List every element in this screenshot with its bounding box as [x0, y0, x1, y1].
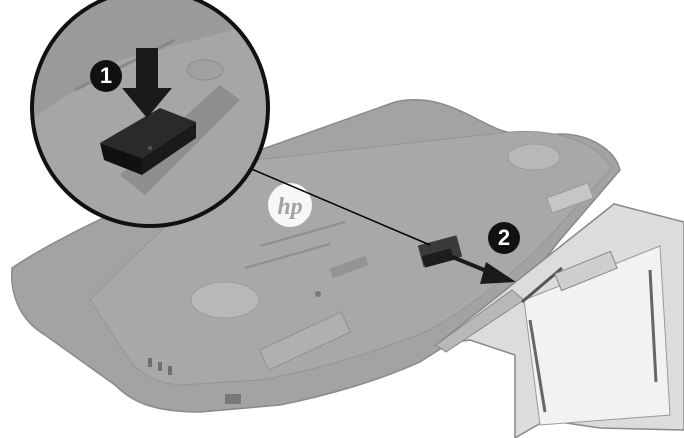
hp-logo: hp [268, 183, 312, 227]
speaker-grille-left [191, 282, 259, 318]
slot-3 [168, 366, 172, 375]
slot-2 [158, 362, 162, 371]
indicator-dot [315, 291, 321, 297]
speaker-grille-right [508, 144, 560, 170]
hp-logo-text: hp [277, 194, 302, 220]
slot-1 [148, 358, 152, 367]
base-foot [225, 394, 241, 404]
step-2-badge: 2 [488, 222, 520, 254]
step-1-badge: 1 [90, 60, 122, 92]
